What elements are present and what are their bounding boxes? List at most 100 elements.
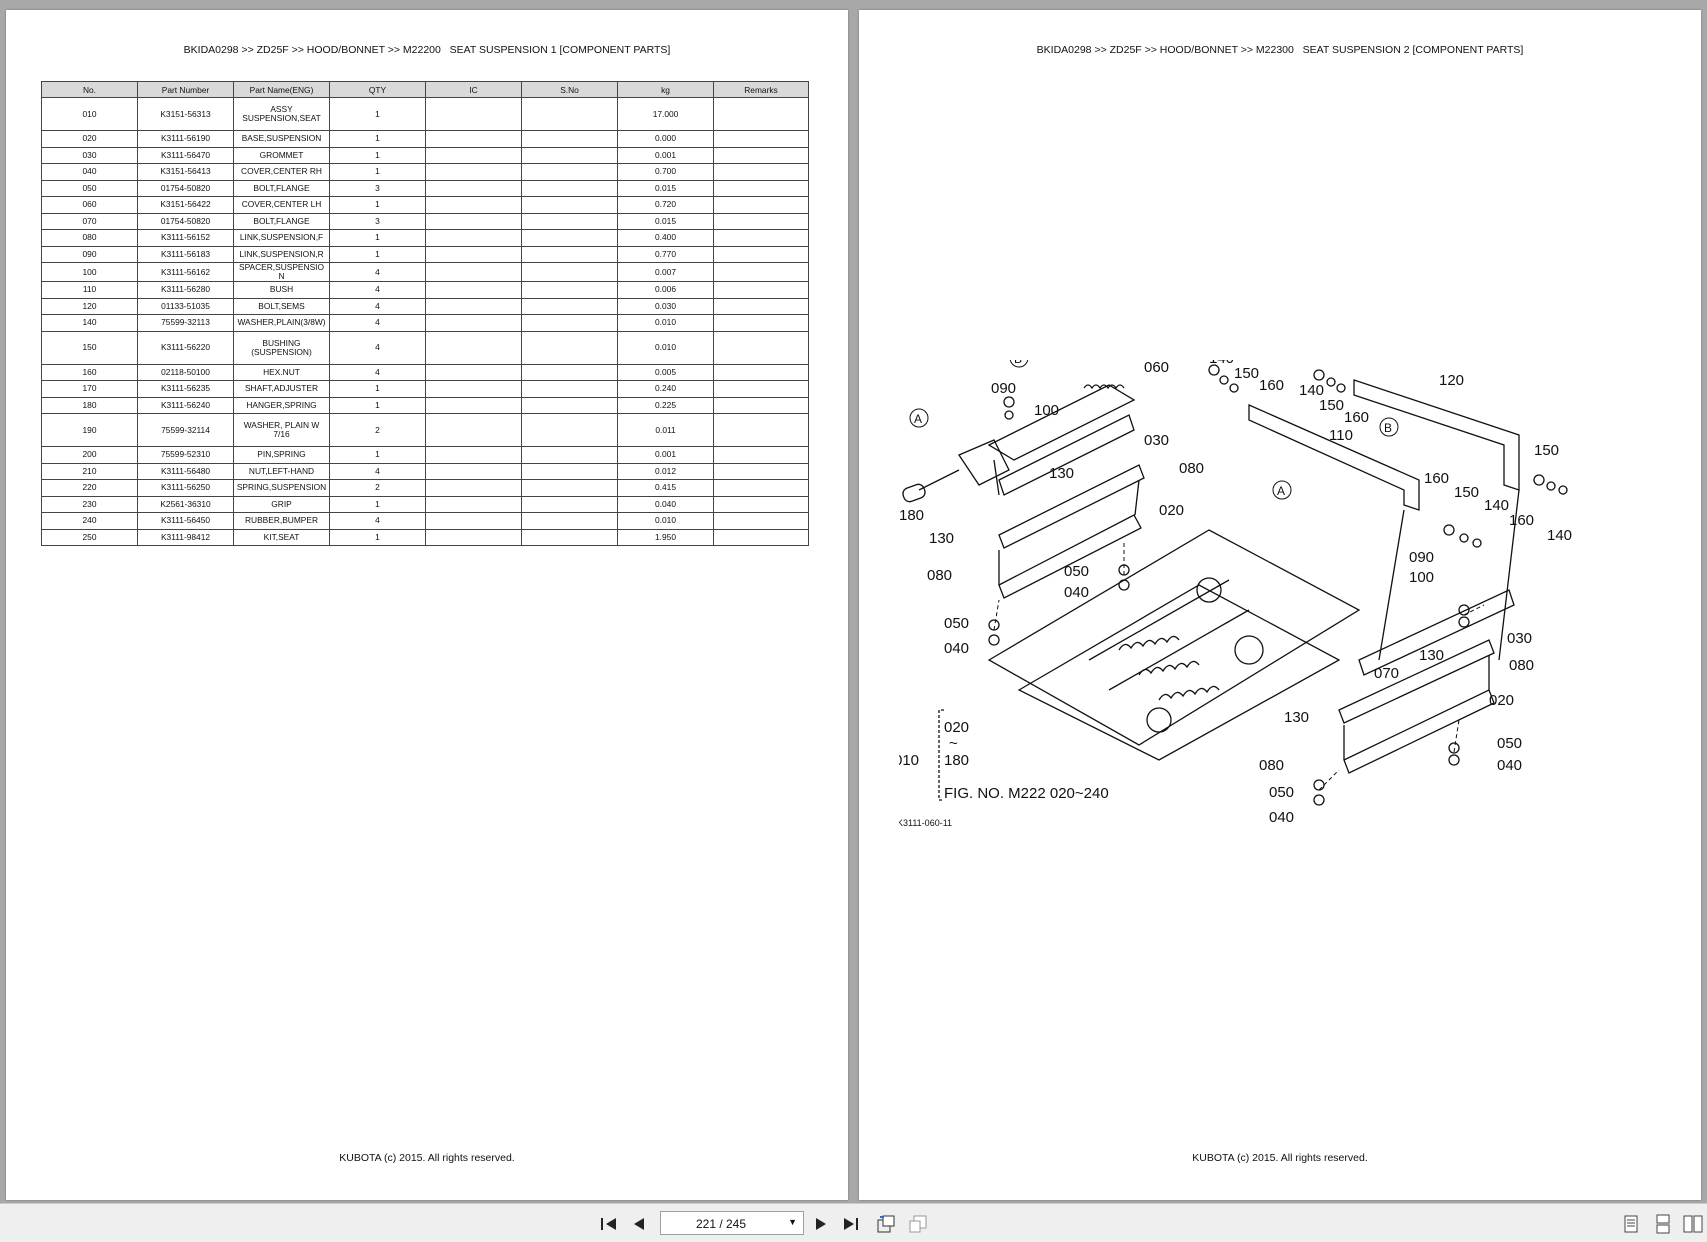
- drawing-id: K3111-060-11: [899, 818, 952, 828]
- last-page-icon[interactable]: [840, 1213, 862, 1235]
- cell-sno: [521, 479, 618, 497]
- marker-a: A: [914, 412, 922, 426]
- parts-table: No. Part Number Part Name(ENG) QTY IC S.…: [41, 81, 809, 546]
- callout-050: 050: [944, 615, 969, 632]
- cell-remarks: [713, 163, 809, 181]
- cell-part-name: BUSHING (SUSPENSION): [233, 330, 330, 365]
- cell-part-number: K3111-56280: [137, 281, 234, 299]
- col-header: S.No: [521, 81, 618, 98]
- cell-ic: [425, 330, 522, 365]
- cell-part-name: PIN,SPRING: [233, 446, 330, 464]
- cell-ic: [425, 146, 522, 164]
- col-header: No.: [41, 81, 138, 98]
- cell-qty: 1: [329, 130, 426, 148]
- cell-remarks: [713, 446, 809, 464]
- rotate-icon[interactable]: [875, 1213, 897, 1235]
- cell-qty: 4: [329, 297, 426, 315]
- prev-page-icon[interactable]: [628, 1213, 650, 1235]
- cell-kg: 0.240: [617, 380, 714, 398]
- cell-remarks: [713, 462, 809, 480]
- cell-part-number: K3151-56313: [137, 97, 234, 131]
- marker-b: B: [1384, 421, 1392, 435]
- cell-ic: [425, 512, 522, 530]
- cell-no: 050: [41, 179, 138, 197]
- callout-020: 020: [1159, 502, 1184, 519]
- cell-qty: 1: [329, 380, 426, 398]
- cell-kg: 0.012: [617, 462, 714, 480]
- cell-no: 180: [41, 396, 138, 414]
- callout-050: 050: [1269, 784, 1294, 801]
- page-number-select[interactable]: 221 / 245 ▼: [660, 1211, 804, 1235]
- exploded-parts-diagram: 170 060 090 100 030 130 080 180 020 130 …: [899, 360, 1572, 828]
- cell-ic: [425, 495, 522, 513]
- cell-part-name: HANGER,SPRING: [233, 396, 330, 414]
- cell-no: 060: [41, 196, 138, 214]
- callout-130: 130: [929, 530, 954, 547]
- range-top: 020: [944, 719, 969, 736]
- cell-kg: 17.000: [617, 97, 714, 131]
- cell-no: 200: [41, 446, 138, 464]
- cell-part-name: COVER,CENTER RH: [233, 163, 330, 181]
- first-page-icon[interactable]: [598, 1213, 620, 1235]
- callout-100: 100: [1034, 402, 1059, 419]
- callout-120: 120: [1439, 372, 1464, 389]
- cell-no: 070: [41, 212, 138, 230]
- cell-kg: 0.010: [617, 330, 714, 365]
- callout-100: 100: [1409, 569, 1434, 586]
- col-header: Remarks: [713, 81, 809, 98]
- callout-030: 030: [1144, 432, 1169, 449]
- cell-part-number: K3151-56413: [137, 163, 234, 181]
- cell-kg: 0.006: [617, 281, 714, 299]
- cell-qty: 2: [329, 413, 426, 447]
- cell-ic: [425, 281, 522, 299]
- cell-part-number: K2561-36310: [137, 495, 234, 513]
- cell-kg: 0.015: [617, 212, 714, 230]
- cell-part-number: K3111-56450: [137, 512, 234, 530]
- cell-part-number: K3111-56220: [137, 330, 234, 365]
- single-page-icon[interactable]: [1620, 1213, 1642, 1235]
- cell-no: 230: [41, 495, 138, 513]
- cell-no: 220: [41, 479, 138, 497]
- cell-part-number: 01754-50820: [137, 179, 234, 197]
- col-header: IC: [425, 81, 522, 98]
- callout-040: 040: [1497, 757, 1522, 774]
- cell-part-number: K3111-56190: [137, 130, 234, 148]
- range-bottom: 180: [944, 752, 969, 769]
- cell-no: 090: [41, 245, 138, 263]
- fit-icon[interactable]: [907, 1213, 929, 1235]
- cell-qty: 1: [329, 446, 426, 464]
- cell-no: 030: [41, 146, 138, 164]
- cell-part-number: 01754-50820: [137, 212, 234, 230]
- cell-qty: 1: [329, 97, 426, 131]
- cell-part-name: BOLT,SEMS: [233, 297, 330, 315]
- cell-kg: 0.011: [617, 413, 714, 447]
- chevron-down-icon: ▼: [788, 1217, 797, 1227]
- cell-part-name: RUBBER,BUMPER: [233, 512, 330, 530]
- cell-part-name: SPACER,SUSPENSIO N: [233, 262, 330, 282]
- continuous-icon[interactable]: [1652, 1213, 1674, 1235]
- cell-sno: [521, 179, 618, 197]
- next-page-icon[interactable]: [810, 1213, 832, 1235]
- cell-kg: 0.010: [617, 512, 714, 530]
- callout-150: 150: [1319, 397, 1344, 414]
- two-page-icon[interactable]: [1682, 1213, 1704, 1235]
- cell-kg: 0.001: [617, 446, 714, 464]
- cell-no: 250: [41, 528, 138, 546]
- cell-sno: [521, 212, 618, 230]
- cell-sno: [521, 97, 618, 131]
- callout-140: 140: [1209, 360, 1234, 367]
- col-header: Part Name(ENG): [233, 81, 330, 98]
- cell-sno: [521, 245, 618, 263]
- cell-ic: [425, 314, 522, 332]
- cell-no: 120: [41, 297, 138, 315]
- cell-kg: 0.700: [617, 163, 714, 181]
- page-indicator: 221 / 245: [695, 1217, 747, 1231]
- cell-part-number: K3151-56422: [137, 196, 234, 214]
- callout-040: 040: [1269, 809, 1294, 826]
